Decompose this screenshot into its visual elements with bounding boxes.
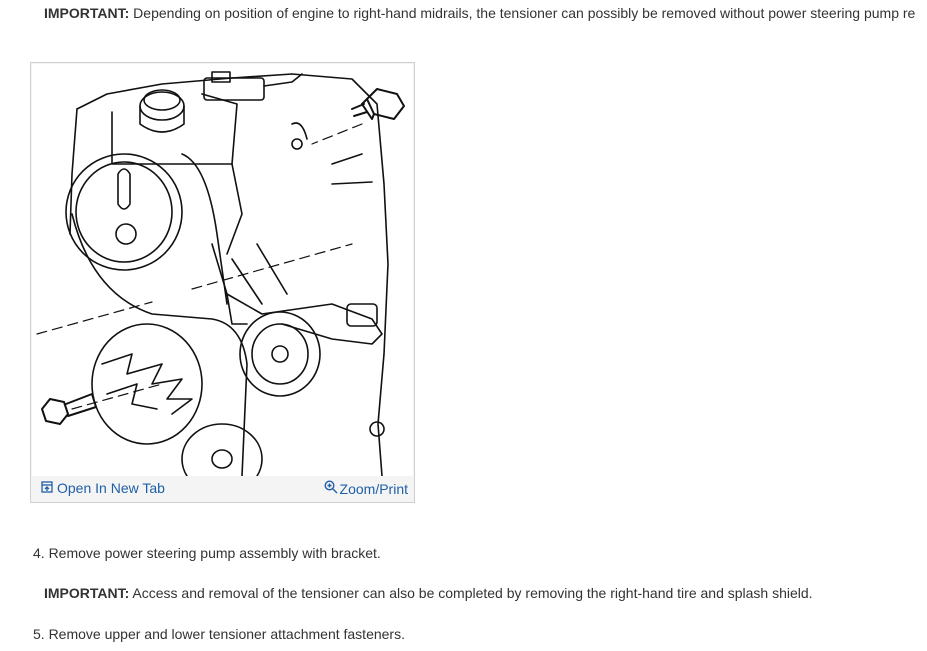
- open-in-new-tab-label: Open In New Tab: [57, 480, 165, 496]
- zoom-magnifier-icon: [324, 480, 338, 497]
- bolt-top-right: [351, 88, 405, 120]
- important-label: IMPORTANT:: [44, 5, 130, 21]
- important-note-top: IMPORTANT: Depending on position of engi…: [44, 4, 915, 22]
- figure-toolbar: Open In New Tab Zoom/Print: [31, 475, 414, 502]
- important-label: IMPORTANT:: [44, 585, 130, 601]
- step-4: 4. Remove power steering pump assembly w…: [33, 545, 381, 561]
- diagram-figure: Open In New Tab Zoom/Print: [30, 62, 415, 503]
- open-in-new-tab-link[interactable]: Open In New Tab: [41, 480, 165, 496]
- important-text: Access and removal of the tensioner can …: [129, 585, 813, 601]
- important-text: Depending on position of engine to right…: [129, 5, 916, 21]
- step-5: 5. Remove upper and lower tensioner atta…: [33, 626, 405, 642]
- engine-tensioner-illustration: [32, 64, 413, 476]
- zoom-print-label: Zoom/Print: [339, 480, 408, 497]
- open-in-new-tab-icon: [41, 480, 53, 496]
- zoom-print-link[interactable]: Zoom/Print: [324, 480, 408, 497]
- bolt-bottom-left: [41, 393, 97, 425]
- important-note-mid: IMPORTANT: Access and removal of the ten…: [44, 584, 813, 602]
